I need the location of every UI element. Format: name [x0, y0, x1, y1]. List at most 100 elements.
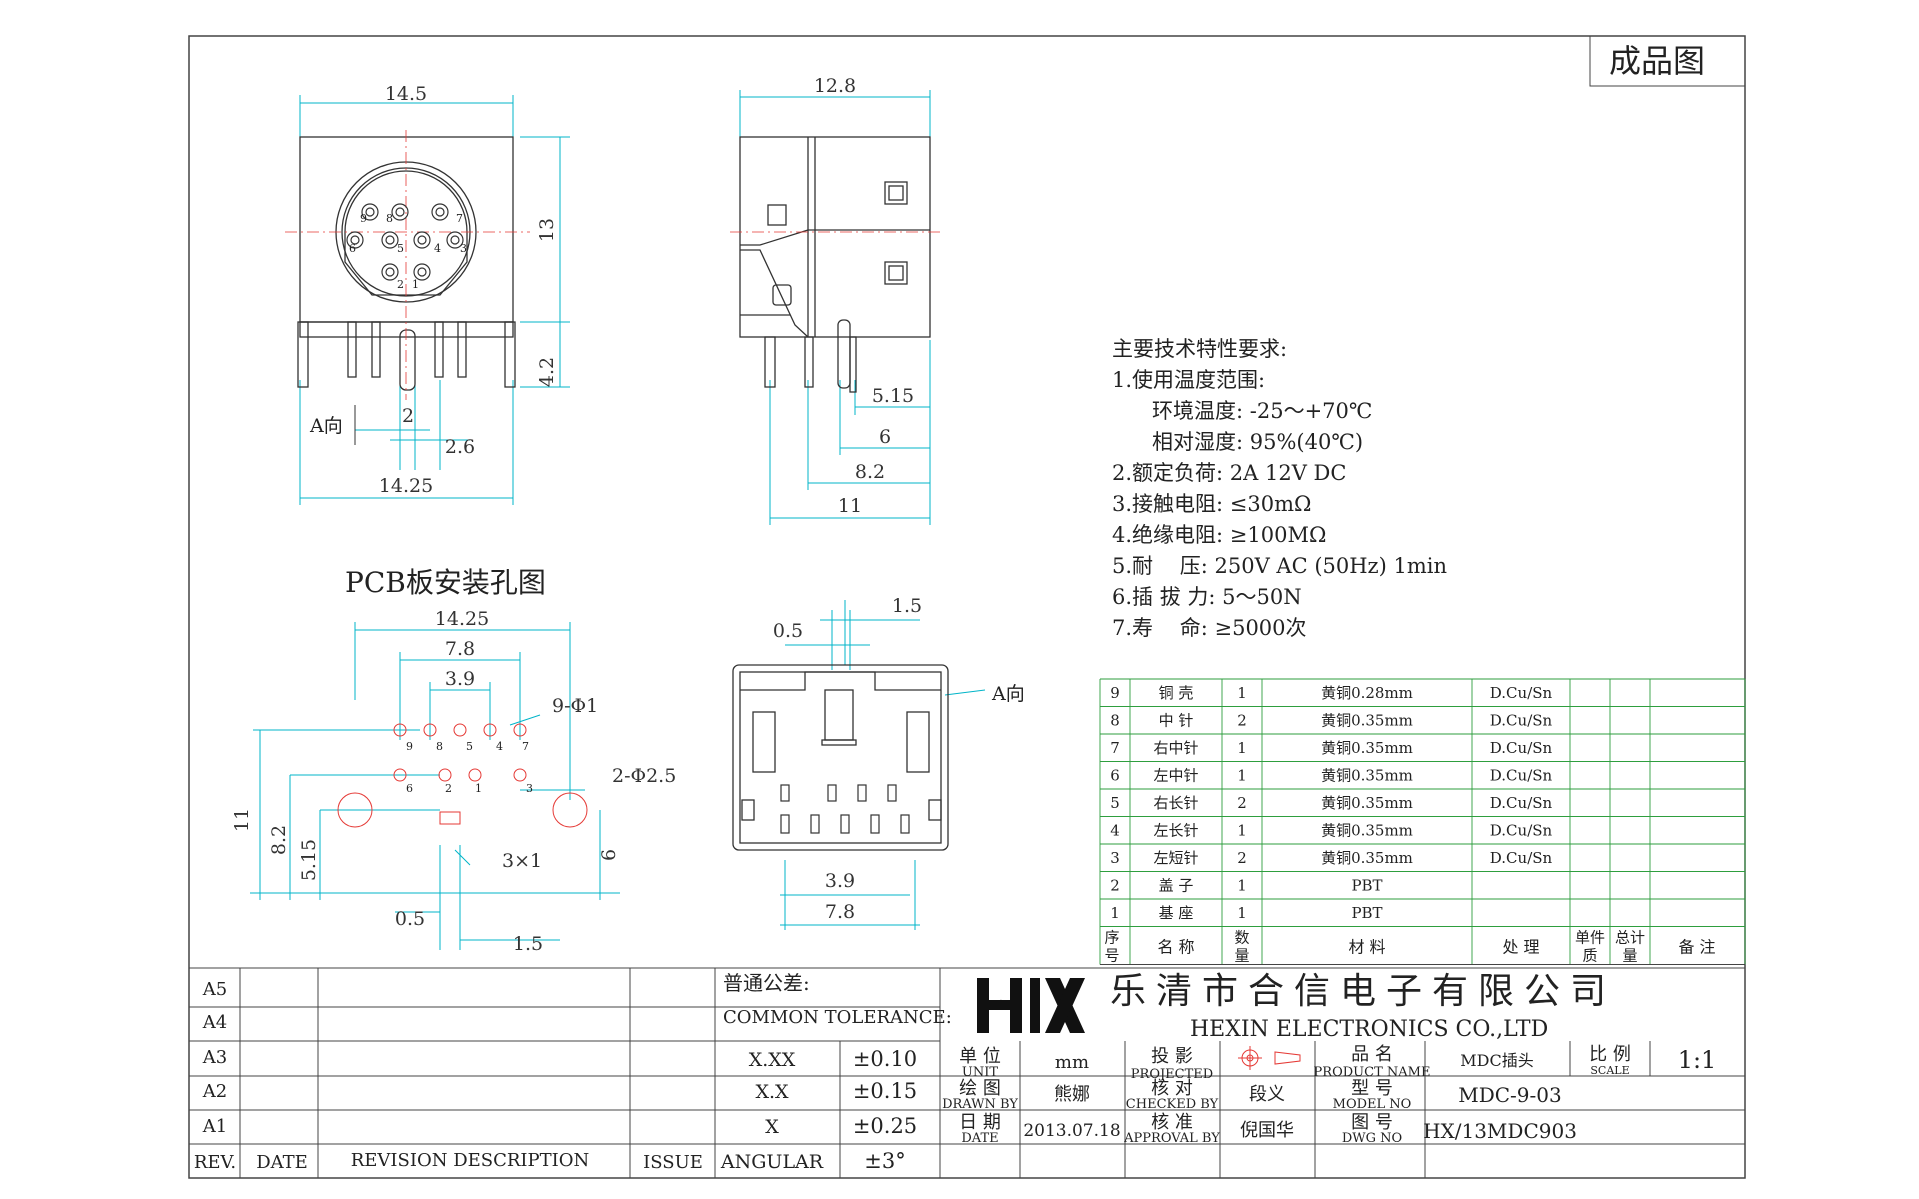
- proj-en: PROJECTED: [1131, 1067, 1213, 1082]
- pcb-hole: [513, 768, 527, 782]
- front-view: 14.5 13 4.2 2 2.6 14.25 A向: [285, 83, 570, 505]
- pcb-hole-number: 5: [466, 740, 473, 753]
- bom-cell: 2: [1110, 877, 1120, 895]
- dwg-val: HX/13MDC903: [1423, 1119, 1577, 1143]
- pcb-hole-number: 1: [475, 782, 482, 795]
- bom-header-cell: 总计: [1615, 929, 1645, 947]
- bom-cell: 4: [1110, 822, 1120, 840]
- front-pin: [381, 263, 399, 281]
- pcb-hole: [393, 723, 407, 737]
- checked-en: CHECKED BY: [1126, 1097, 1219, 1112]
- front-view-label: A向: [309, 415, 343, 437]
- bom-header-cell: 号: [1104, 947, 1119, 965]
- proj-cn: 投 影: [1151, 1046, 1193, 1067]
- bottom-pin: [840, 814, 850, 834]
- checked-cn: 核 对: [1151, 1078, 1193, 1099]
- front-pin: [446, 231, 464, 249]
- bom-header-cell: 量: [1622, 947, 1637, 965]
- pcb-hole: [453, 723, 467, 737]
- company-name-cn: 乐清市合信电子有限公司: [1110, 971, 1616, 1012]
- bom-header-cell: 质: [1582, 947, 1597, 965]
- bom-cell: 左中针: [1153, 767, 1198, 785]
- front-dim-width-bottom: 14.25: [379, 475, 433, 497]
- front-pin-number: 7: [456, 212, 463, 225]
- spec-line-5: 3.接触电阻: ≤30mΩ: [1112, 492, 1311, 516]
- bom-header-cell: 量: [1234, 947, 1249, 965]
- bom-cell: D.Cu/Sn: [1490, 849, 1553, 867]
- bom-cell: 2: [1237, 794, 1247, 812]
- title-block: [189, 967, 1745, 1178]
- spec-line-9: 7.寿 命: ≥5000次: [1112, 616, 1307, 640]
- side-view: 12.8 5.15 6 8.2 11: [730, 75, 940, 525]
- tol-key-3: X: [765, 1116, 779, 1138]
- bom-cell: 1: [1237, 684, 1247, 702]
- bom-header-cell: 数: [1234, 929, 1249, 947]
- pcb-dim-05: 0.5: [395, 908, 425, 930]
- bom-cell: 1: [1237, 904, 1247, 922]
- front-pin-number: 6: [349, 242, 356, 255]
- pcb-hole-number: 6: [406, 782, 413, 795]
- spec-line-6: 4.绝缘电阻: ≥100MΩ: [1112, 523, 1326, 547]
- date-val: 2013.07.18: [1023, 1121, 1120, 1141]
- pcb-layout: PCB板安装孔图 14.25: [231, 566, 676, 955]
- pcb-dim-39: 3.9: [445, 668, 475, 690]
- front-pin-core: [385, 267, 395, 277]
- scale-val: 1:1: [1678, 1046, 1717, 1074]
- date-header: DATE: [256, 1152, 308, 1173]
- pcb-hole: [393, 768, 407, 782]
- front-pin: [361, 203, 379, 221]
- bom-cell: 1: [1237, 767, 1247, 785]
- pcb-hole: [438, 768, 452, 782]
- sheet-border: [188, 35, 1746, 1179]
- tol-key-4: ANGULAR: [720, 1151, 824, 1173]
- front-pin-number: 9: [360, 212, 367, 225]
- bottom-pin: [780, 784, 790, 802]
- bom-header-cell: 名 称: [1157, 938, 1194, 957]
- bom-cell: D.Cu/Sn: [1490, 767, 1553, 785]
- logo-text: HX: [1000, 999, 1002, 1001]
- bottom-dim-15: 1.5: [892, 595, 922, 617]
- dwg-en: DWG NO: [1342, 1131, 1402, 1146]
- front-dim-height: 13: [536, 218, 558, 242]
- pcb-hole-number: 8: [436, 740, 443, 753]
- bom-cell: 3: [1110, 849, 1120, 867]
- bom-cell: 黄铜0.28mm: [1321, 684, 1413, 702]
- tolerance-title-cn: 普通公差:: [723, 971, 810, 995]
- bom-cell: 2: [1237, 712, 1247, 730]
- model-val: MDC-9-03: [1458, 1083, 1562, 1107]
- bom-cell: 右长针: [1153, 794, 1198, 812]
- front-pin: [391, 203, 409, 221]
- bom-cell: 铜 壳: [1159, 684, 1194, 702]
- rev-a4: A4: [202, 1012, 227, 1033]
- bom-cell: D.Cu/Sn: [1490, 822, 1553, 840]
- bom-header-cell: 单件: [1575, 929, 1605, 947]
- bom-cell: D.Cu/Sn: [1490, 739, 1553, 757]
- bom-header-cell: 处 理: [1502, 938, 1539, 957]
- bottom-pins: [780, 784, 910, 834]
- bom-cell: PBT: [1351, 877, 1382, 895]
- front-pin: [346, 231, 364, 249]
- side-dim-b: 6: [879, 426, 891, 448]
- title-box: 成品图: [1609, 42, 1705, 80]
- scale-cn: 比 例: [1589, 1044, 1631, 1065]
- front-pin-core: [435, 207, 445, 217]
- pcb-holes-label: 9-Φ1: [552, 695, 598, 717]
- issue-header: ISSUE: [643, 1152, 703, 1173]
- drawn-en: DRAWN BY: [942, 1097, 1018, 1112]
- bom-cell: 基 座: [1159, 904, 1194, 922]
- company-name-en: HEXIN ELECTRONICS CO.,LTD: [1190, 1017, 1548, 1042]
- rev-header: REV.: [194, 1152, 236, 1173]
- bottom-dim-05: 0.5: [773, 620, 803, 642]
- front-pin-number: 4: [434, 242, 441, 255]
- bom-cell: 中 针: [1159, 712, 1194, 730]
- bom-cell: D.Cu/Sn: [1490, 712, 1553, 730]
- spec-line-8: 6.插 拔 力: 5～50N: [1112, 585, 1302, 609]
- bom-header-cell: 材 料: [1348, 938, 1385, 957]
- pcb-title: PCB板安装孔图: [345, 566, 546, 599]
- tol-val-1: ±0.10: [853, 1047, 917, 1071]
- pcb-hole: [483, 723, 497, 737]
- front-pin-number: 1: [412, 278, 419, 291]
- drawn-cn: 绘 图: [959, 1078, 1001, 1099]
